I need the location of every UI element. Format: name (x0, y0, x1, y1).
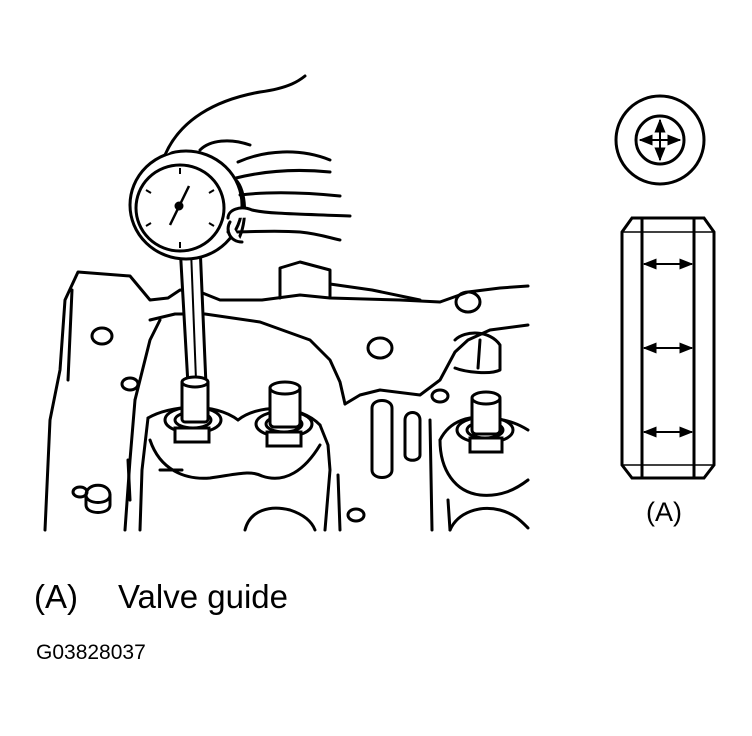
dial-bore-gauge-icon (128, 149, 247, 424)
cylinder-head-icon (43, 260, 530, 532)
side-view-label: (A) (646, 497, 682, 527)
hand-icon (163, 74, 352, 244)
valve-guide-section-icon (620, 216, 716, 480)
figure-id: G03828037 (36, 641, 146, 664)
valve-guide-bosses (163, 380, 515, 454)
legend-key: (A) (34, 578, 78, 615)
legend-description: Valve guide (118, 578, 289, 615)
crosshair-circle-icon (614, 94, 706, 186)
